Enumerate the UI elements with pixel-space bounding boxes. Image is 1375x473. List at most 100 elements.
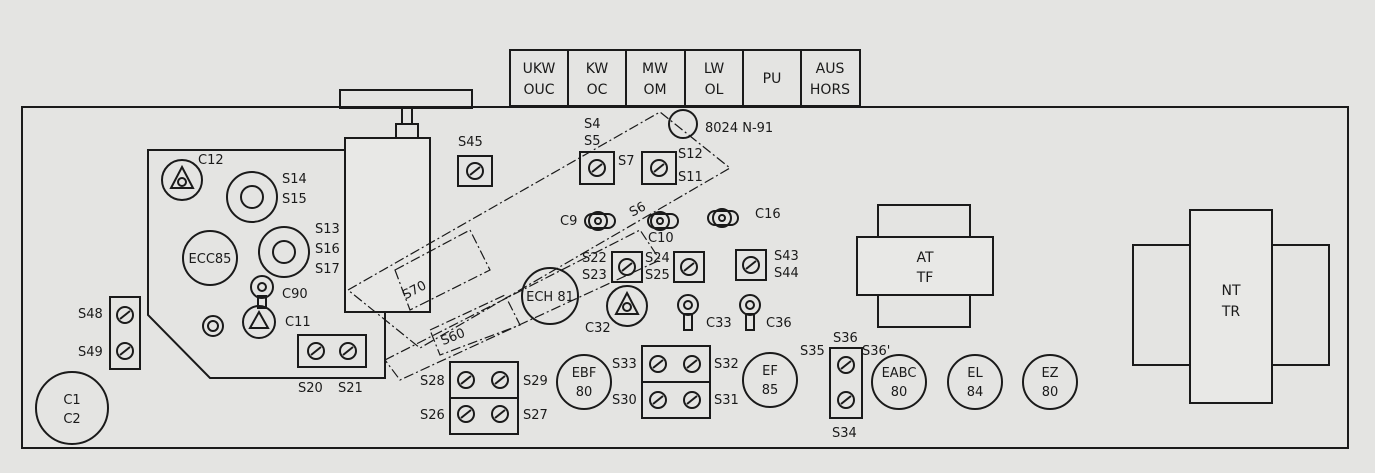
key-pu: PU (763, 71, 782, 87)
socket-small (202, 315, 224, 337)
coil-outlines (346, 111, 732, 381)
label-s26: S26 (420, 408, 445, 423)
coil-s13-s16-s17 (258, 226, 310, 278)
label-s44: S44 (774, 266, 799, 281)
label-s48: S48 (78, 307, 103, 322)
adjuster-s48-s49 (109, 296, 141, 370)
label-s36: S36 (833, 331, 858, 346)
label-s32: S32 (714, 357, 739, 372)
capacitor-c1-c2 (35, 371, 109, 445)
key-mw: MW (642, 61, 668, 77)
label-s6: S6 (627, 199, 649, 220)
trimmer-c36 (739, 294, 761, 331)
label-el-84: 84 (967, 385, 984, 400)
label-c33: C33 (706, 316, 732, 331)
label-tr: TR (1221, 304, 1241, 320)
label-at: AT (916, 250, 933, 266)
label-s49: S49 (78, 345, 103, 360)
label-c11: C11 (285, 315, 311, 330)
key-ouc: OUC (523, 82, 554, 98)
label-s5: S5 (584, 134, 601, 149)
adjuster-s12-s11 (641, 151, 677, 185)
trimmer-c90 (250, 275, 274, 299)
label-c2: C2 (63, 412, 80, 427)
label-s23: S23 (582, 268, 607, 283)
key-om: OM (643, 82, 666, 98)
label-c9: C9 (560, 214, 577, 229)
adjuster-s20-s21 (297, 334, 367, 368)
label-s11: S11 (678, 170, 703, 185)
label-ef-85: 85 (762, 383, 779, 398)
key-hors: HORS (810, 82, 850, 98)
label-s31: S31 (714, 393, 739, 408)
adjuster-s22-s23 (611, 251, 643, 283)
tube-el84 (947, 354, 1003, 410)
tube-ech81 (521, 267, 579, 325)
key-lw: LW (704, 61, 725, 77)
adjuster-s4-s5 (579, 151, 615, 185)
key-kw: KW (586, 61, 609, 77)
label-c32: C32 (585, 321, 611, 336)
label-ech81: ECH 81 (526, 290, 574, 305)
label-s7: S7 (618, 154, 635, 169)
label-s27: S27 (523, 408, 548, 423)
label-s35: S35 (800, 344, 825, 359)
label-s16: S16 (315, 242, 340, 257)
trimmer-c32 (606, 285, 648, 327)
label-eabc-80: 80 (891, 385, 908, 400)
label-c12: C12 (198, 153, 224, 168)
adjuster-s45 (457, 155, 493, 187)
trimmer-c33 (677, 294, 699, 331)
label-s21: S21 (338, 381, 363, 396)
label-ebf: EBF (572, 366, 597, 381)
mount-8024 (668, 109, 698, 139)
label-c90: C90 (282, 287, 308, 302)
trimmer-c9 (584, 211, 616, 231)
mains-transformer (1132, 209, 1330, 404)
tube-ef85 (742, 352, 798, 408)
label-c1: C1 (63, 393, 80, 408)
label-c36: C36 (766, 316, 792, 331)
label-nt: NT (1221, 283, 1240, 299)
label-s45: S45 (458, 135, 483, 150)
output-transformer (856, 204, 994, 328)
label-s17: S17 (315, 262, 340, 277)
trimmer-c12 (161, 159, 203, 201)
trimmer-c10 (647, 211, 679, 231)
label-s29: S29 (523, 374, 548, 389)
label-s43: S43 (774, 249, 799, 264)
label-ez: EZ (1041, 366, 1058, 381)
label-ez-80: 80 (1042, 385, 1059, 400)
rf-subboard (147, 149, 386, 379)
label-s20: S20 (298, 381, 323, 396)
label-s25: S25 (645, 268, 670, 283)
tube-ez80 (1022, 354, 1078, 410)
label-s13: S13 (315, 222, 340, 237)
label-s14: S14 (282, 172, 307, 187)
label-s34: S34 (832, 426, 857, 441)
label-s28: S28 (420, 374, 445, 389)
adjuster-block-s26-s29 (449, 361, 519, 435)
tube-eabc80 (871, 354, 927, 410)
adjuster-block-s30-s33 (641, 345, 711, 419)
label-s4: S4 (584, 117, 601, 132)
adjuster-s43-s44 (735, 249, 767, 281)
label-c10: C10 (648, 231, 674, 246)
key-aus: AUS (816, 61, 845, 77)
label-s30: S30 (612, 393, 637, 408)
label-s12: S12 (678, 147, 703, 162)
label-s60: S60 (439, 326, 468, 349)
label-ebf-80: 80 (576, 385, 593, 400)
tube-ebf80 (556, 354, 612, 410)
label-s24: S24 (645, 251, 670, 266)
adjuster-s24-s25 (673, 251, 705, 283)
coil-s14-s15 (226, 171, 278, 223)
label-eabc: EABC (882, 366, 917, 381)
label-s15: S15 (282, 192, 307, 207)
trimmer-c11 (242, 305, 276, 339)
label-s33: S33 (612, 357, 637, 372)
trimmer-c16 (707, 208, 739, 228)
label-c16: C16 (755, 207, 781, 222)
adjuster-s34-s36 (829, 347, 863, 419)
